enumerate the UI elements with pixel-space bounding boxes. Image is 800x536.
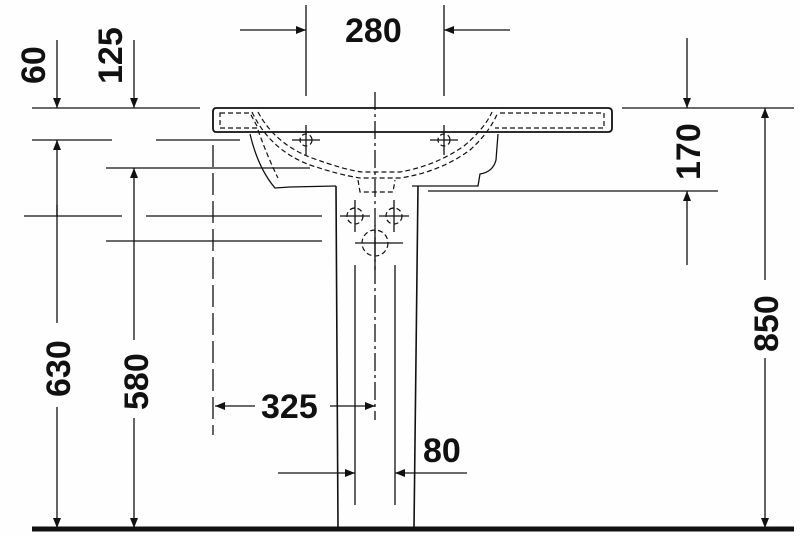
basin-rim (212, 107, 613, 133)
dim-125: 125 (92, 27, 130, 84)
dim-580: 580 (118, 353, 156, 410)
dim-170: 170 (670, 123, 708, 180)
dim-850: 850 (748, 295, 786, 352)
dim-630: 630 (40, 340, 78, 397)
dim-80: 80 (423, 432, 461, 470)
dim-60: 60 (15, 46, 53, 84)
dim-325: 325 (261, 388, 318, 426)
basin-bowl (249, 133, 337, 189)
dim-280: 280 (345, 12, 402, 50)
pedestal (335, 185, 419, 529)
